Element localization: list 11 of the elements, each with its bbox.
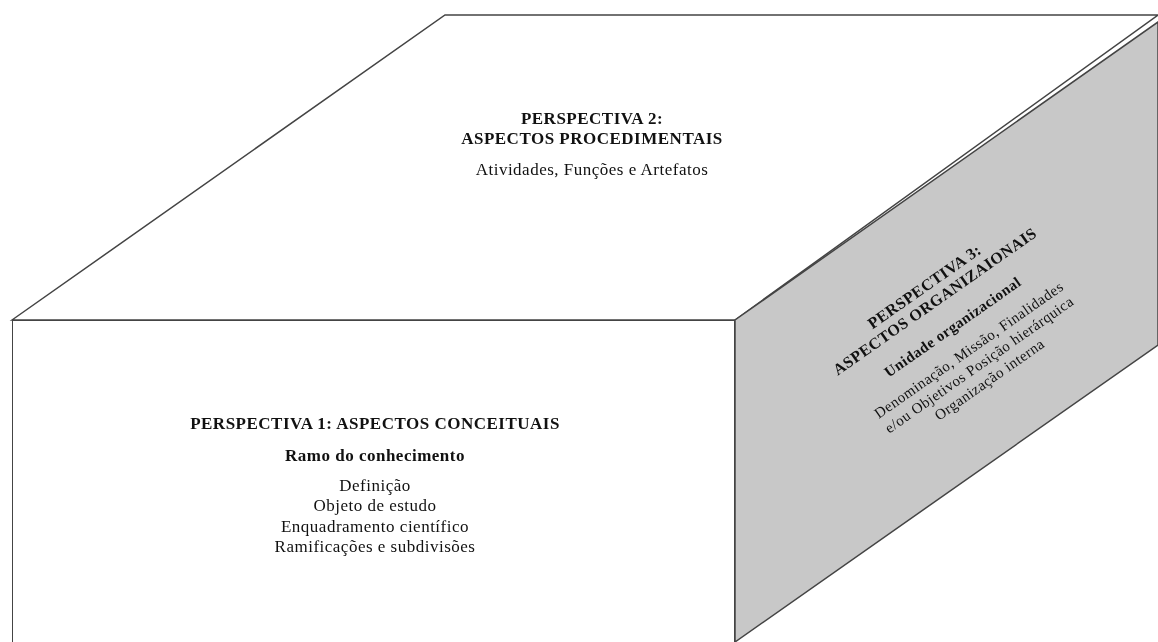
face-item: Definição: [339, 476, 411, 497]
face-item: Atividades, Funções e Artefatos: [475, 160, 709, 181]
face-item: Ramificações e subdivisões: [274, 537, 476, 558]
face-item: Enquadramento científico: [280, 516, 470, 538]
cube-front-face: [12, 320, 735, 642]
cube-side-face: [734, 20, 1158, 642]
face-heading: PERSPECTIVA 2:: [520, 109, 664, 129]
face-item: Objeto de estudo: [313, 496, 437, 517]
face-heading: ASPECTOS PROCEDIMENTAIS: [461, 128, 723, 149]
face-subheading: Ramo do conhecimento: [285, 445, 465, 467]
face-heading: PERSPECTIVA 1: ASPECTOS CONCEITUAIS: [190, 414, 560, 434]
